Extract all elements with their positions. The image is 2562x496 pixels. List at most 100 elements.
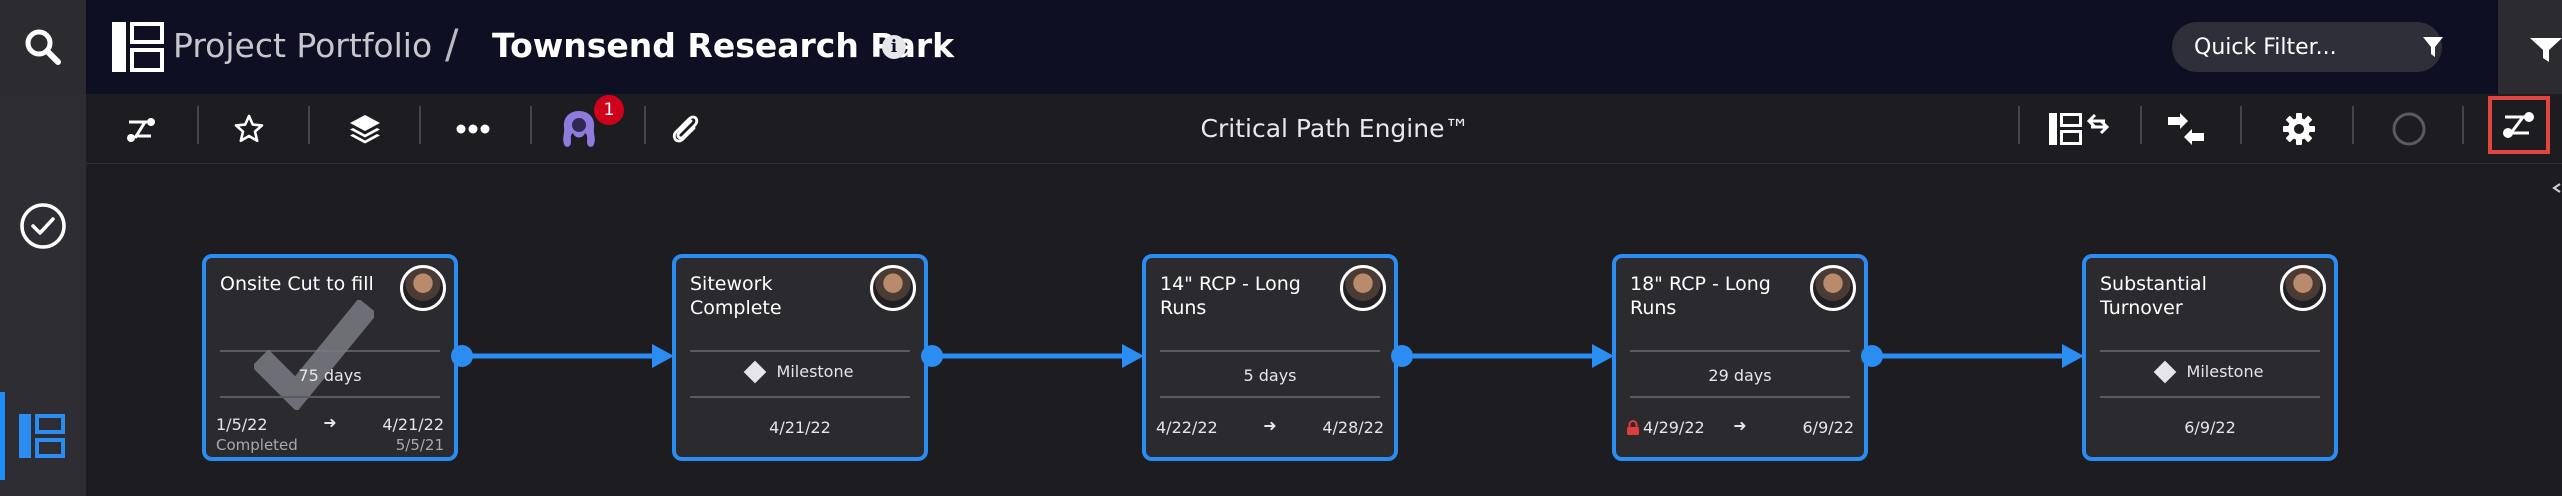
end-date: 4/28/22	[1322, 418, 1384, 437]
critical-path-toggle-icon	[2503, 112, 2534, 138]
task-card[interactable]: Sitework Complete Milestone 4/21/22	[672, 254, 928, 461]
connector-handle[interactable]	[1861, 345, 1883, 367]
sidebar-item-portfolio-icon[interactable]	[19, 414, 65, 458]
quick-filter[interactable]	[2172, 22, 2442, 72]
actual-end-date: 5/5/21	[395, 436, 444, 454]
more-button[interactable]	[452, 108, 494, 150]
start-date: 4/22/22	[1156, 418, 1218, 437]
task-card[interactable]: 18" RCP - Long Runs 29 days 4/29/22 ➜ 6/…	[1612, 254, 1868, 461]
connector-handle[interactable]	[921, 345, 943, 367]
breadcrumb-separator: /	[445, 22, 459, 68]
layers-button[interactable]	[344, 108, 386, 150]
info-icon[interactable]: i	[882, 35, 906, 59]
milestone-date: 4/21/22	[769, 418, 831, 437]
favorite-button[interactable]	[228, 108, 270, 150]
avatar[interactable]	[2280, 265, 2326, 311]
milestone-diamond-icon	[2153, 360, 2176, 383]
start-date-group: 4/29/22	[1626, 418, 1705, 437]
task-name: Onsite Cut to fill	[220, 273, 374, 295]
notification-badge: 1	[594, 95, 624, 125]
compress-icon	[2168, 113, 2204, 145]
divider	[1160, 396, 1380, 398]
milestone-label: Milestone	[2186, 362, 2264, 381]
date-arrow: ➜	[1263, 416, 1277, 435]
milestone-date: 6/9/22	[2184, 418, 2236, 437]
more-icon	[456, 124, 490, 134]
checkmark-circle-icon[interactable]	[19, 202, 67, 250]
portfolio-logo-icon[interactable]	[112, 22, 164, 72]
task-name: 14" RCP - Long Runs	[1160, 273, 1301, 319]
task-duration: 75 days	[298, 366, 362, 385]
task-name: 18" RCP - Long Runs	[1630, 273, 1771, 319]
toolbar-divider	[419, 106, 421, 144]
milestone-indicator: Milestone	[2086, 360, 2334, 383]
circle-icon	[2392, 112, 2426, 146]
sidebar-active-indicator	[0, 392, 5, 480]
layers-icon	[350, 115, 380, 144]
critical-path-toggle-button[interactable]	[2488, 96, 2550, 154]
date-arrow: ➜	[323, 413, 337, 432]
toolbar-divider	[644, 106, 646, 144]
attachments-button[interactable]	[664, 108, 706, 150]
divider	[690, 350, 910, 352]
collapse-panel-button[interactable]	[2044, 108, 2118, 150]
quick-filter-input[interactable]	[2194, 22, 2394, 72]
status-label: Completed	[216, 436, 298, 454]
critical-path-button[interactable]	[121, 108, 163, 150]
toolbar-divider	[2140, 106, 2142, 144]
view-title: Critical Path Engine™	[1200, 114, 1470, 143]
milestone-indicator: Milestone	[676, 360, 924, 383]
toolbar	[86, 94, 2562, 164]
connector-handle[interactable]	[1391, 345, 1413, 367]
divider	[1630, 350, 1850, 352]
task-duration: 29 days	[1708, 366, 1772, 385]
toolbar-divider	[2240, 106, 2242, 144]
divider	[1160, 350, 1380, 352]
task-card[interactable]: 14" RCP - Long Runs 5 days 4/22/22 ➜ 4/2…	[1142, 254, 1398, 461]
filter-icon[interactable]	[2422, 35, 2444, 59]
toolbar-divider	[2352, 106, 2354, 144]
paperclip-icon	[672, 115, 699, 143]
critical-path-icon	[127, 118, 155, 142]
completed-check-icon	[254, 300, 374, 410]
task-name: Sitework Complete	[690, 273, 782, 319]
compress-button[interactable]	[2164, 108, 2208, 150]
avatar[interactable]	[400, 265, 446, 311]
task-card[interactable]: Substantial Turnover Milestone 6/9/22	[2082, 254, 2338, 461]
divider	[690, 396, 910, 398]
avatar[interactable]	[1810, 265, 1856, 311]
date-arrow: ➜	[1733, 416, 1747, 435]
toolbar-divider	[2462, 106, 2464, 144]
avatar[interactable]	[870, 265, 916, 311]
toolbar-divider	[197, 106, 199, 144]
divider	[2100, 350, 2320, 352]
settings-button[interactable]	[2278, 108, 2320, 150]
divider	[1630, 396, 1850, 398]
avatar[interactable]	[1340, 265, 1386, 311]
team-button[interactable]	[556, 108, 602, 150]
filter-panel-icon	[2530, 38, 2562, 62]
breadcrumb-portfolio[interactable]: Project Portfolio	[173, 26, 433, 65]
panel-edge-chevron-icon	[2552, 183, 2561, 193]
task-card[interactable]: Onsite Cut to fill 75 days 1/5/22 ➜ 4/21…	[202, 254, 458, 461]
status-button[interactable]	[2388, 108, 2430, 150]
end-date: 6/9/22	[1802, 418, 1855, 437]
connector-handle[interactable]	[451, 345, 473, 367]
toolbar-divider	[2018, 106, 2020, 144]
search-icon	[25, 29, 61, 65]
start-date: 1/5/22	[216, 415, 268, 434]
toolbar-divider	[308, 106, 310, 144]
task-name: Substantial Turnover	[2100, 273, 2207, 319]
search-button[interactable]	[0, 0, 86, 94]
star-icon	[234, 114, 264, 143]
team-avatar-icon	[563, 111, 595, 147]
divider	[2100, 396, 2320, 398]
divider	[220, 396, 440, 398]
top-header	[0, 0, 2562, 94]
task-duration: 5 days	[1243, 366, 1297, 385]
page-title: Townsend Research Park	[492, 26, 955, 65]
lock-icon	[1627, 420, 1639, 435]
end-date: 4/21/22	[382, 415, 444, 434]
gear-icon	[2283, 113, 2315, 145]
milestone-label: Milestone	[776, 362, 854, 381]
